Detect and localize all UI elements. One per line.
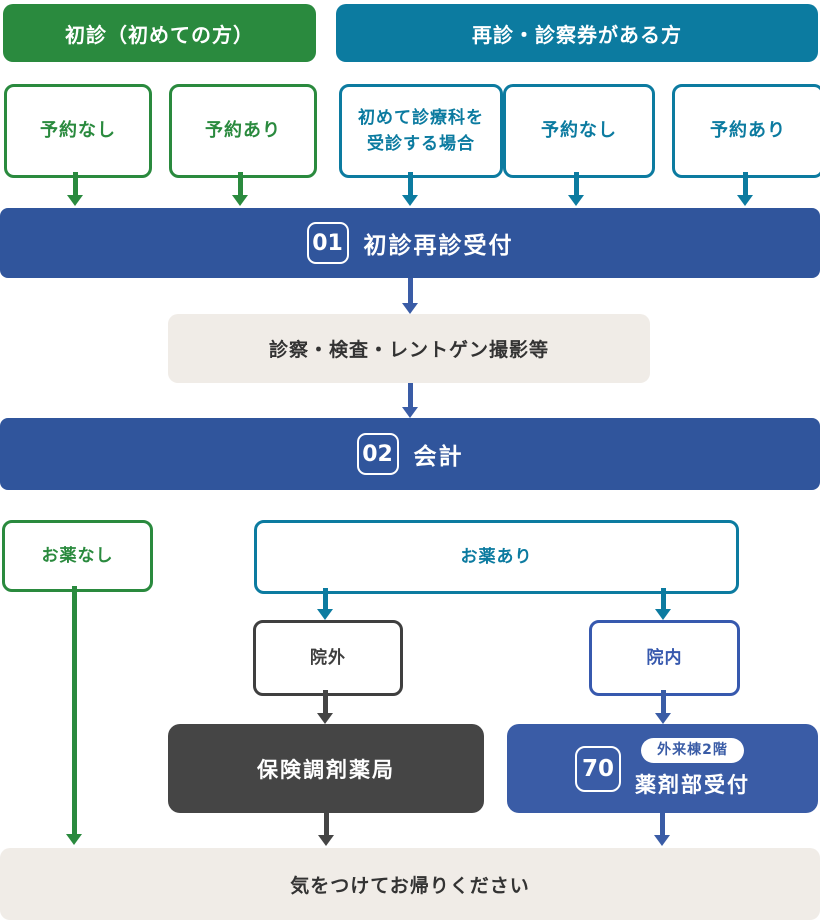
internal-pharmacy-stack: 外来棟2階 薬剤部受付 bbox=[635, 738, 750, 799]
flow-arrow-down-icon bbox=[402, 383, 418, 418]
flow-arrow-down-icon bbox=[655, 690, 671, 724]
box-return-no-reservation-label: 予約なし bbox=[541, 120, 617, 142]
internal-pharmacy-label: 薬剤部受付 bbox=[635, 772, 750, 797]
header-first-visit-label: 初診（初めての方） bbox=[65, 22, 254, 47]
box-first-with-reservation-label: 予約あり bbox=[205, 120, 281, 142]
header-return-visit: 再診・診察券がある方 bbox=[336, 4, 818, 62]
flow-arrow-down-icon bbox=[66, 586, 82, 845]
box-with-medicine: お薬あり bbox=[254, 520, 739, 594]
box-return-with-reservation-label: 予約あり bbox=[710, 120, 786, 142]
flow-arrow-down-icon bbox=[318, 813, 334, 846]
box-return-no-reservation: 予約なし bbox=[503, 84, 655, 178]
internal-pharmacy-box: 70 外来棟2階 薬剤部受付 bbox=[507, 724, 818, 813]
box-first-time-department-label: 初めて診療科を受診する場合 bbox=[358, 107, 484, 154]
location-pill: 外来棟2階 bbox=[641, 738, 744, 763]
exam-box: 診察・検査・レントゲン撮影等 bbox=[168, 314, 650, 383]
exam-box-label: 診察・検査・レントゲン撮影等 bbox=[268, 339, 549, 361]
box-outside-hospital-label: 院外 bbox=[310, 647, 346, 668]
header-return-visit-label: 再診・診察券がある方 bbox=[472, 22, 682, 47]
step-reception-label: 初診再診受付 bbox=[363, 233, 514, 259]
step-payment-label: 会計 bbox=[413, 444, 464, 470]
box-no-medicine-label: お薬なし bbox=[41, 545, 114, 566]
box-inside-hospital: 院内 bbox=[589, 620, 740, 696]
flow-arrow-down-icon bbox=[317, 588, 333, 620]
box-first-no-reservation-label: 予約なし bbox=[40, 120, 116, 142]
external-pharmacy-box: 保険調剤薬局 bbox=[168, 724, 484, 813]
box-no-medicine: お薬なし bbox=[2, 520, 153, 592]
step-number-badge: 02 bbox=[356, 433, 399, 475]
box-return-with-reservation: 予約あり bbox=[672, 84, 820, 178]
footer-banner-label: 気をつけてお帰りください bbox=[290, 874, 530, 897]
flow-arrow-down-icon bbox=[317, 690, 333, 724]
flow-arrow-down-icon bbox=[568, 172, 584, 206]
step-reception-bar: 01 初診再診受付 bbox=[0, 208, 820, 278]
flow-arrow-down-icon bbox=[737, 172, 753, 206]
box-first-time-department: 初めて診療科を受診する場合 bbox=[339, 84, 503, 178]
box-with-medicine-label: お薬あり bbox=[460, 546, 533, 567]
flow-arrow-down-icon bbox=[654, 813, 670, 846]
flow-arrow-down-icon bbox=[402, 172, 418, 206]
step-number-badge: 01 bbox=[306, 222, 349, 264]
flow-arrow-down-icon bbox=[402, 278, 418, 314]
step-payment-bar: 02 会計 bbox=[0, 418, 820, 490]
box-first-with-reservation: 予約あり bbox=[169, 84, 317, 178]
external-pharmacy-label: 保険調剤薬局 bbox=[257, 757, 395, 782]
flow-arrow-down-icon bbox=[232, 172, 248, 206]
flow-arrow-down-icon bbox=[655, 588, 671, 620]
counter-number-badge: 70 bbox=[575, 745, 621, 792]
box-outside-hospital: 院外 bbox=[253, 620, 403, 696]
header-first-visit: 初診（初めての方） bbox=[3, 4, 316, 62]
footer-banner: 気をつけてお帰りください bbox=[0, 848, 820, 920]
box-first-no-reservation: 予約なし bbox=[4, 84, 152, 178]
box-inside-hospital-label: 院内 bbox=[646, 647, 683, 668]
flow-arrow-down-icon bbox=[67, 172, 83, 206]
